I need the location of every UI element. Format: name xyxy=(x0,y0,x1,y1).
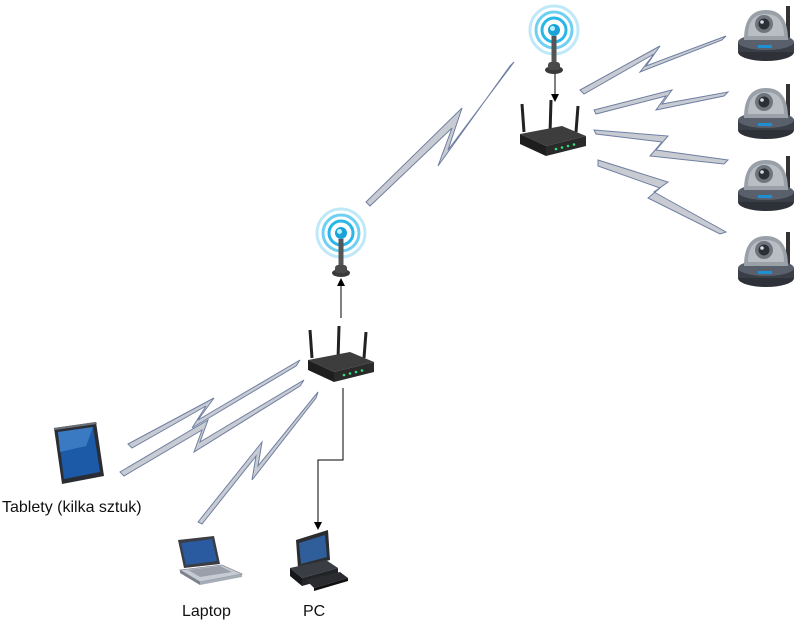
tablet-icon xyxy=(54,422,104,484)
pc-label: PC xyxy=(303,603,325,620)
connector-router-pc xyxy=(314,388,344,530)
wireless-link-tablet-1 xyxy=(127,359,301,449)
wireless-link-camera-4 xyxy=(597,159,728,235)
wireless-link-camera-3 xyxy=(593,129,730,165)
wifi-antenna-icon xyxy=(315,207,367,279)
tablets-label: Tablety (kilka sztuk) xyxy=(2,499,142,516)
ip-camera-icon xyxy=(738,156,794,211)
ip-camera-icon xyxy=(738,6,794,61)
connector-router-bottom-ap xyxy=(337,278,345,318)
wireless-router-icon xyxy=(306,324,376,384)
wireless-link-tablet-2 xyxy=(119,379,305,477)
wireless-link-camera-1 xyxy=(579,35,727,95)
wifi-antenna-icon xyxy=(528,4,580,76)
desktop-pc-icon xyxy=(290,530,348,591)
wireless-link-camera-2 xyxy=(593,89,730,115)
ip-camera-icon xyxy=(738,84,794,139)
laptop-icon xyxy=(178,536,244,585)
wireless-link-backbone xyxy=(365,61,515,207)
connector-top-ap-router xyxy=(551,72,559,102)
laptop-label: Laptop xyxy=(182,603,231,620)
ip-camera-icon xyxy=(738,232,794,287)
wireless-router-icon xyxy=(518,98,588,158)
wireless-link-laptop xyxy=(197,391,319,525)
